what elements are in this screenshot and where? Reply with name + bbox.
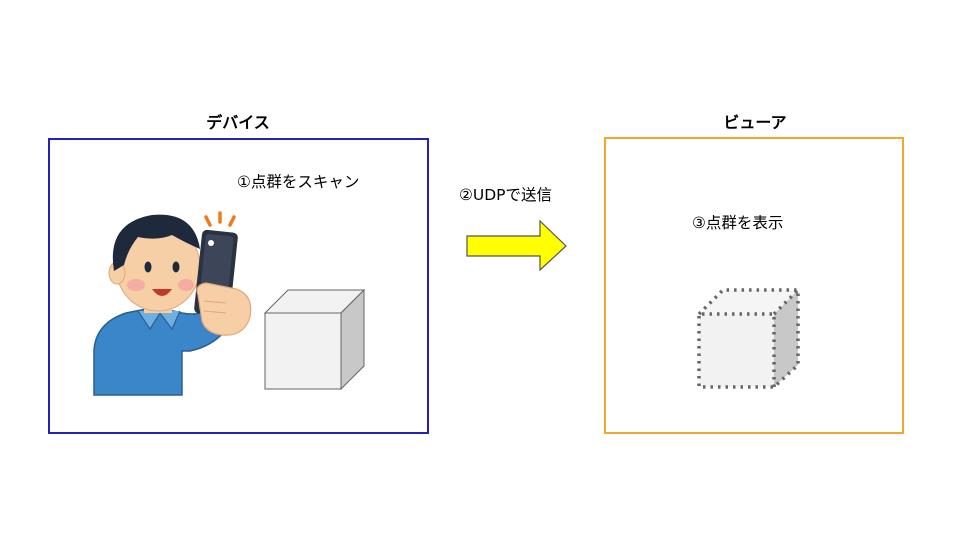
hair [112,214,200,271]
dotted-cube-icon [697,288,800,389]
step2-label: ②UDPで送信 [459,186,553,204]
step3-label: ③点群を表示 [692,214,784,232]
cube-front [264,312,342,390]
viewer-title: ビューア [723,113,787,132]
mouth [152,289,172,296]
hand [196,282,252,336]
right-arrow-icon [466,219,567,272]
cloud-top-fill [699,290,798,314]
solid-cube-icon [263,288,366,391]
device-title: デバイス [206,113,270,132]
cube-side [340,288,365,391]
cloud-side-fill [774,290,798,387]
person-scanning-with-phone-icon [93,211,252,396]
cloud-front-fill [699,314,774,387]
step1-label: ①点群をスキャン [237,173,360,191]
signal-marks [204,211,236,227]
